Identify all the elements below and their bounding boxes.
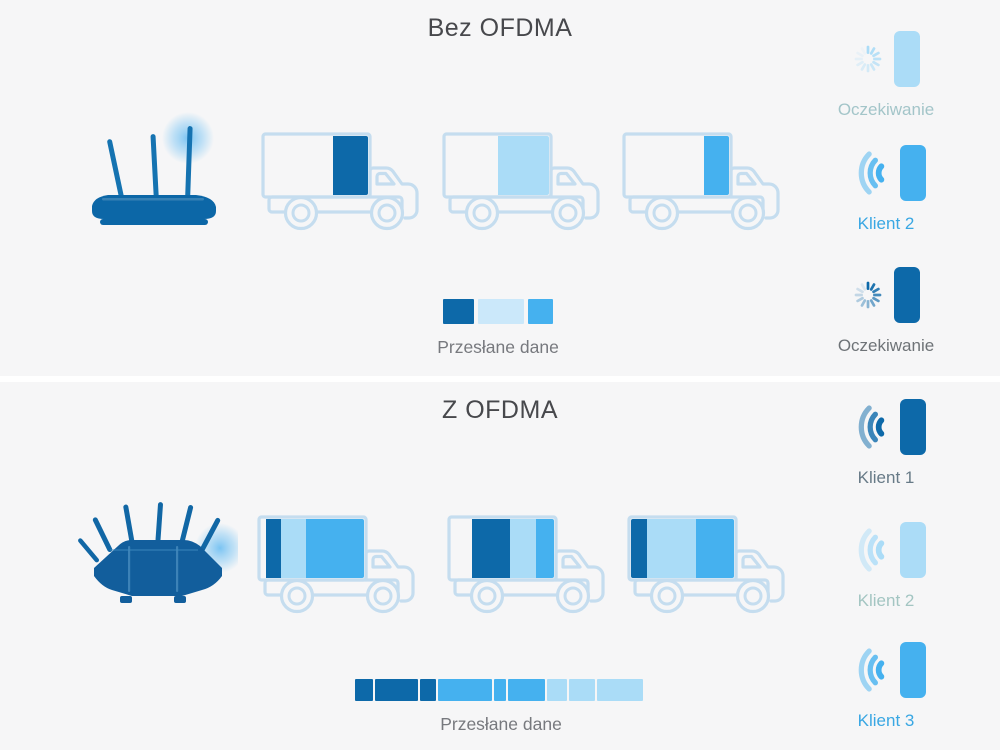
transferred-data-legend: Przesłane dane — [355, 679, 647, 735]
phone-icon — [900, 522, 926, 578]
data-segment — [266, 519, 281, 578]
truck — [622, 510, 794, 620]
client-label: Klient 2 — [857, 214, 915, 233]
wifi-signal-icon — [846, 142, 890, 204]
legend-label: Przesłane dane — [440, 714, 562, 734]
phone-icon — [900, 399, 926, 455]
client-label: Klient 2 — [857, 591, 915, 610]
data-segment — [332, 136, 368, 195]
truck — [442, 510, 614, 620]
data-segment — [451, 519, 472, 578]
data-segment — [546, 679, 567, 701]
section-title: Bez OFDMA — [427, 14, 573, 42]
client-label: Oczekiwanie — [837, 336, 935, 355]
truck-cargo — [631, 519, 734, 578]
truck-cargo — [265, 136, 368, 195]
client-waiting-top: Oczekiwanie — [818, 26, 954, 120]
gaming-router-icon — [78, 502, 238, 603]
client-1-bottom: Klient 1 — [818, 394, 954, 488]
truck — [256, 127, 428, 237]
spinner-icon — [852, 279, 884, 311]
data-segment — [597, 679, 643, 701]
section-without-ofdma: Bez OFDMA — [92, 14, 954, 358]
legend-label: Przesłane dane — [437, 337, 559, 357]
data-bar — [355, 679, 647, 701]
phone-icon — [900, 145, 926, 201]
data-segment — [374, 679, 419, 701]
data-segment — [494, 679, 507, 701]
truck — [437, 127, 609, 237]
section-title: Z OFDMA — [442, 396, 558, 424]
truck-cargo — [261, 519, 364, 578]
data-segment — [695, 519, 734, 578]
spinner-icon — [852, 43, 884, 75]
wifi-router-icon — [92, 112, 216, 225]
data-segment — [626, 136, 704, 195]
data-segment — [508, 679, 545, 701]
phone-icon — [894, 267, 920, 323]
data-segment — [509, 519, 537, 578]
truck-cargo — [446, 136, 549, 195]
section-divider — [0, 376, 1000, 382]
data-segment — [280, 519, 307, 578]
data-bar — [443, 299, 554, 324]
data-segment — [471, 519, 510, 578]
data-segment — [631, 519, 648, 578]
data-segment — [306, 519, 364, 578]
client-label: Klient 3 — [857, 711, 915, 730]
client-3-bottom: Klient 3 — [818, 637, 954, 731]
client-label: Oczekiwanie — [837, 100, 935, 119]
truck — [252, 510, 424, 620]
data-segment — [265, 136, 333, 195]
phone-icon — [894, 31, 920, 87]
data-segment — [704, 136, 729, 195]
truck — [617, 127, 789, 237]
data-segment — [420, 679, 437, 701]
data-segment — [438, 679, 493, 701]
data-segment — [536, 519, 554, 578]
client-2-bottom: Klient 2 — [818, 517, 954, 611]
data-segment — [443, 299, 474, 324]
wifi-signal-icon — [846, 639, 890, 701]
truck-cargo — [626, 136, 729, 195]
data-segment — [477, 299, 524, 324]
client-label: Klient 1 — [857, 468, 915, 487]
client-2-top: Klient 2 — [818, 140, 954, 234]
data-segment — [527, 299, 554, 324]
section-with-ofdma: Z OFDMA — [0, 382, 1000, 750]
phone-icon — [900, 642, 926, 698]
data-segment — [497, 136, 549, 195]
truck-cargo — [451, 519, 554, 578]
transferred-data-legend: Przesłane dane — [437, 299, 559, 358]
data-segment — [446, 136, 498, 195]
client-waiting-2-top: Oczekiwanie — [818, 262, 954, 356]
wifi-signal-icon — [846, 519, 890, 581]
wifi-signal-icon — [846, 396, 890, 458]
data-segment — [355, 679, 373, 701]
data-segment — [568, 679, 596, 701]
data-segment — [647, 519, 696, 578]
